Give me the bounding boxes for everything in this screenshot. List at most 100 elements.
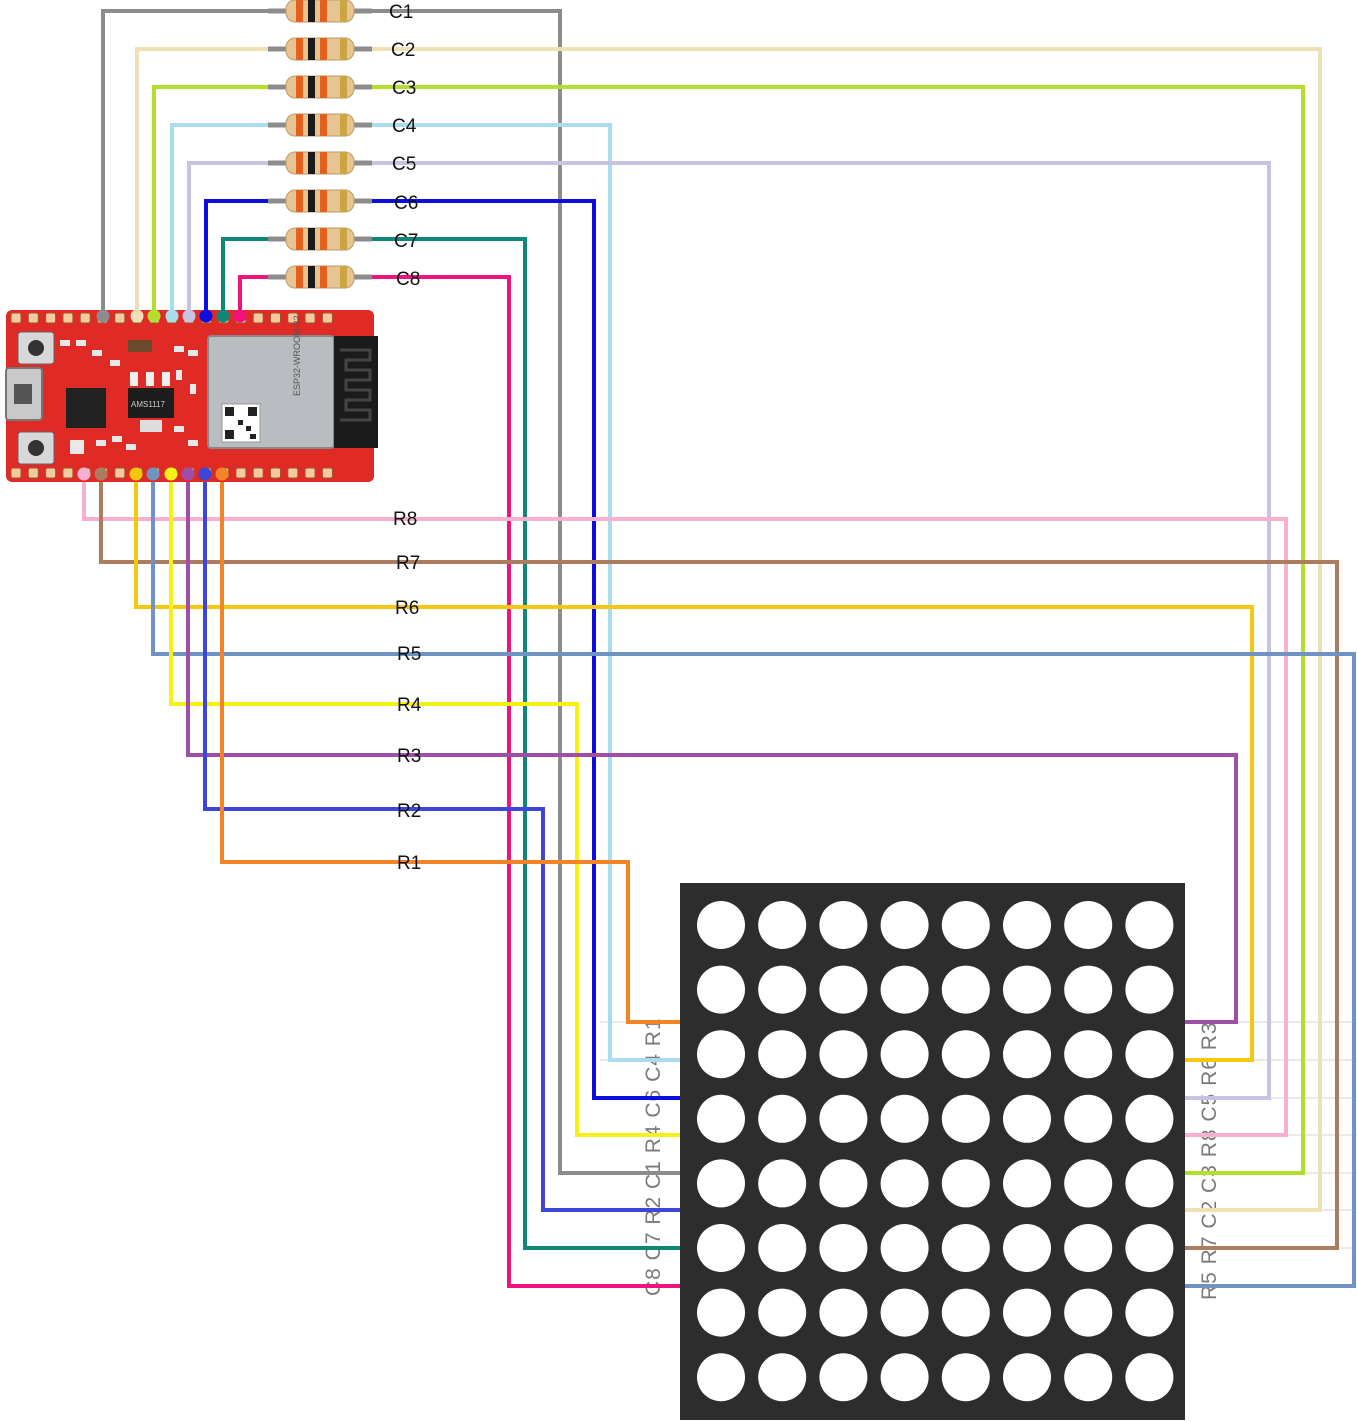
matrix-led-dot: [1003, 901, 1051, 949]
matrix-led-dot: [880, 1288, 929, 1337]
matrix-led-dot: [819, 1288, 868, 1337]
matrix-led-dot: [941, 1288, 990, 1337]
matrix-led-dot: [819, 1224, 868, 1272]
matrix-led-dot: [819, 1353, 868, 1402]
matrix-led-dot: [1064, 901, 1113, 949]
matrix-led-dot: [819, 1159, 868, 1208]
resistor-icon: [268, 0, 372, 23]
matrix-led-dot: [758, 965, 807, 1014]
matrix-led-dot: [697, 1288, 745, 1337]
boot-button-cap-icon: [28, 440, 44, 456]
matrix-led-dot: [1003, 1224, 1051, 1272]
matrix-led-dot: [1003, 1288, 1051, 1337]
matrix-led-dot: [758, 1353, 807, 1402]
matrix-led-dot: [880, 1159, 929, 1208]
matrix-led-dot: [941, 1159, 990, 1208]
matrix-led-dot: [1125, 1224, 1174, 1272]
pin-marker-c1: [96, 309, 110, 323]
matrix-led-dot: [1125, 1094, 1174, 1143]
header-pin-icon: [321, 312, 333, 324]
matrix-led-dot: [1064, 965, 1113, 1014]
header-pin-icon: [270, 467, 281, 479]
header-pin-icon: [114, 467, 126, 479]
matrix-led-dot: [941, 1030, 990, 1079]
regulator-pin-icon: [146, 372, 154, 386]
pin-marker-c6: [199, 309, 213, 323]
pin-marker-r2: [198, 467, 212, 481]
pin-marker-c4: [165, 309, 179, 323]
pin-marker-r5: [146, 467, 160, 481]
matrix-led-dot: [1125, 1030, 1174, 1079]
wire-c6: [204, 199, 680, 1100]
matrix-led-dot: [819, 1030, 868, 1079]
capacitor-icon: [128, 340, 152, 352]
header-pin-icon: [10, 467, 22, 479]
wire-label-c4: C4: [392, 116, 417, 137]
header-pin-icon: [62, 312, 74, 324]
wires: [82, 9, 1356, 1288]
wire-r3: [186, 474, 1238, 1024]
header-pin-icon: [270, 312, 281, 324]
resistor-icon: [268, 265, 372, 289]
header-pin-icon: [114, 312, 126, 324]
usb-port-slot-icon: [14, 384, 32, 404]
wire-c5: [187, 161, 1271, 1100]
matrix-led-dot: [819, 1094, 868, 1143]
matrix-led-dot: [941, 1094, 990, 1143]
matrix-led-dot: [880, 1353, 929, 1402]
matrix-led-dot: [697, 1094, 745, 1143]
wire-r8: [82, 474, 1288, 1137]
resistor-icon: [268, 227, 372, 251]
pin-marker-r6: [129, 467, 143, 481]
matrix-led-dot: [880, 1224, 929, 1272]
matrix-led-dot: [697, 1224, 745, 1272]
resistor-icon: [268, 75, 372, 99]
matrix-led-dot: [941, 1353, 990, 1402]
matrix-led-dot: [758, 901, 807, 949]
wire-c3: [152, 85, 1305, 1175]
wire-r7: [99, 474, 1339, 1250]
matrix-led-dot: [1125, 965, 1174, 1014]
matrix-led-dot: [880, 965, 929, 1014]
matrix-led-dot: [1064, 1159, 1113, 1208]
matrix-led-dot: [697, 1353, 745, 1402]
matrix-led-dot: [880, 901, 929, 949]
matrix-led-dot: [1125, 1159, 1174, 1208]
matrix-led-dot: [1003, 1159, 1051, 1208]
header-pin-icon: [252, 467, 264, 479]
matrix-led-dot: [1003, 1030, 1051, 1079]
matrix-right-pin-labels: R5 R7 C2 C3 R8 C5 R6 R3: [1198, 1021, 1221, 1300]
matrix-led-dot: [1003, 1094, 1051, 1143]
pin-marker-c7: [216, 309, 230, 323]
regulator-pin-icon: [162, 372, 170, 386]
matrix-led-dot: [758, 1224, 807, 1272]
header-pin-icon: [235, 467, 247, 479]
wire-r5: [151, 474, 1356, 1288]
wire-label-r6: R6: [395, 598, 419, 619]
matrix-led-dot: [758, 1094, 807, 1143]
matrix-led-dot: [1003, 1353, 1051, 1402]
matrix-dots: [697, 901, 1174, 1402]
wire-label-c8: C8: [396, 269, 420, 290]
crystal-icon: [140, 420, 162, 432]
header-pin-icon: [10, 312, 22, 324]
matrix-body: [680, 883, 1185, 1420]
matrix-led-dot: [1064, 1094, 1113, 1143]
regulator-pin-icon: [130, 372, 138, 386]
wire-r4: [169, 474, 680, 1137]
matrix-led-dot: [758, 1030, 807, 1079]
header-pin-icon: [287, 312, 299, 324]
matrix-led-dot: [1125, 901, 1174, 949]
wire-c2: [135, 47, 1322, 1212]
wire-label-r4: R4: [397, 695, 422, 716]
matrix-led-dot: [941, 965, 990, 1014]
wire-c1: [101, 9, 680, 1175]
wire-label-c6: C6: [394, 193, 418, 214]
matrix-led-dot: [1125, 1288, 1174, 1337]
header-pin-icon: [304, 467, 316, 479]
matrix-led-dot: [1064, 1224, 1113, 1272]
matrix-led-dot: [1064, 1030, 1113, 1079]
wire-label-c5: C5: [392, 154, 416, 175]
wire-r6: [134, 474, 1254, 1062]
